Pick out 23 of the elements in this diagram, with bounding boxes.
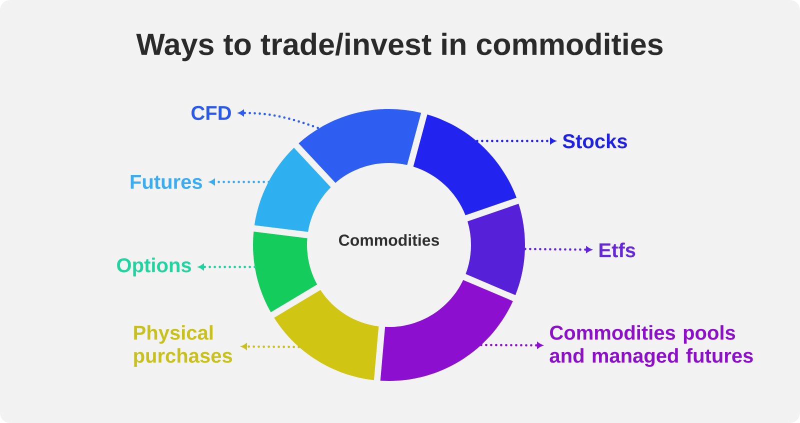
category-label: Physical purchases [134, 325, 232, 367]
center-label: Commodities [339, 234, 440, 246]
ring-segment [466, 204, 525, 296]
dotted-arrow [238, 110, 319, 130]
ring-segment [254, 148, 331, 232]
dotted-arrow [476, 138, 556, 144]
category-label: Options [117, 258, 191, 276]
ring-segment [380, 280, 513, 381]
ring-segment [413, 114, 517, 216]
ring-segment [253, 232, 318, 312]
dotted-arrow [198, 264, 256, 270]
dotted-arrow [480, 342, 543, 348]
category-label: Commodities pools and managed futures [550, 325, 753, 367]
ring-segment [274, 290, 379, 380]
dotted-arrow [524, 246, 592, 253]
dotted-arrow [241, 343, 300, 350]
category-label: Stocks [562, 134, 627, 148]
category-label: Futures [130, 175, 202, 189]
title: Ways to trade/invest in commodities [136, 32, 663, 62]
category-label: CFD [192, 106, 231, 120]
ring-segment [298, 109, 422, 183]
category-label: Etfs [600, 242, 636, 258]
dotted-arrow [209, 178, 270, 186]
